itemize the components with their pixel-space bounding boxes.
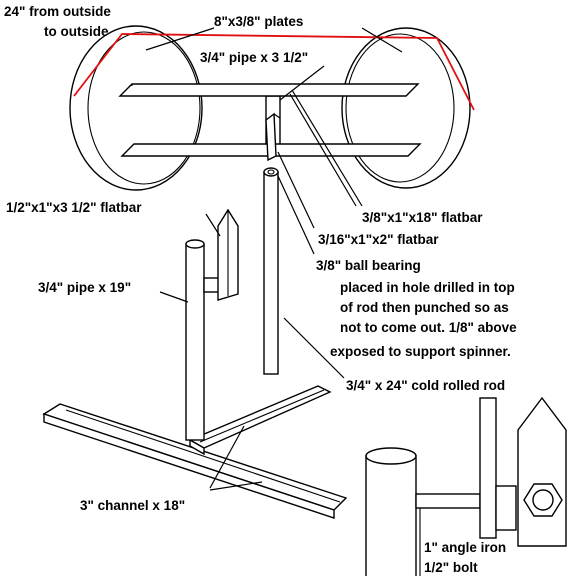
- bearing-note-line3: not to come out. 1/8" above: [340, 320, 517, 335]
- bearing-note-line4: exposed to support spinner.: [330, 344, 511, 359]
- leader-lines: [145, 27, 403, 491]
- flatbar-18-label: 3/8"x1"x18" flatbar: [362, 210, 483, 225]
- flatbar-small-label: 1/2"x1"x3 1/2" flatbar: [6, 200, 142, 215]
- channel-long: [42, 403, 348, 519]
- rod-label: 3/4" x 24" cold rolled rod: [346, 378, 505, 393]
- detail-inset: [365, 396, 567, 576]
- overall-width-label-line1: 24" from outside: [4, 4, 111, 19]
- bearing-flatbar: [265, 112, 281, 162]
- bearing-note-line2: of rod then punched so as: [340, 300, 509, 315]
- overall-width-label-line2: to outside: [44, 24, 109, 39]
- ball-bearing-label: 3/8" ball bearing: [316, 258, 421, 273]
- long-pipe-label: 3/4" pipe x 19": [38, 280, 131, 295]
- flatbar-2-label: 3/16"x1"x2" flatbar: [318, 232, 439, 247]
- plates-label: 8"x3/8" plates: [214, 14, 303, 29]
- long-pipe: [185, 239, 205, 441]
- channel-short: [188, 385, 332, 456]
- right-disc: [341, 27, 471, 189]
- short-pipe-label: 3/4" pipe x 3 1/2": [200, 50, 308, 65]
- bolt-label: 1/2" bolt: [424, 560, 478, 575]
- cold-rolled-rod: [263, 167, 279, 375]
- left-disc: [69, 25, 203, 191]
- upper-flatbar: [118, 83, 420, 97]
- upright-flatbar: [217, 208, 239, 301]
- overall-width-dimension-line: [73, 33, 475, 111]
- channel-label: 3" channel x 18": [80, 498, 185, 513]
- bearing-note-line1: placed in hole drilled in top: [340, 280, 515, 295]
- angle-iron-label: 1" angle iron: [424, 540, 506, 555]
